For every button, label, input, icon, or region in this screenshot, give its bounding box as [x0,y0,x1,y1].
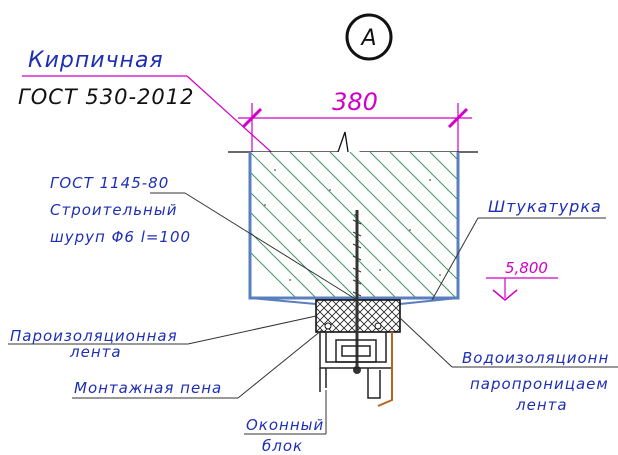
screw-type-label: Строительный [50,201,177,219]
dimension-380: 380 [238,88,472,152]
window-label: Оконный [246,416,324,434]
water-tape-label-2: паропроницаем [470,375,609,393]
brick-wall [248,152,460,300]
water-tape-label: Водоизоляционн [462,349,609,367]
foam-leader [237,329,323,399]
foam-label: Монтажная пена [74,379,222,397]
screw-standard-label: ГОСТ 1145-80 [50,174,169,192]
section-marker-letter: A [359,26,376,51]
plaster-left [249,297,317,305]
dimension-value: 380 [332,88,378,116]
plaster-leader [431,217,479,301]
vapor-tape-label: Пароизоляционная [10,327,178,345]
screw-size-label: шуруп Φ6 l=100 [50,228,191,246]
standard-label: ГОСТ 530-2012 [18,85,195,109]
elevation-mark: 5,800 [486,259,558,301]
water-tape-label-3: лента [515,396,568,414]
vapor-tape-leader [187,315,317,345]
section-marker: A [345,13,393,61]
plaster-right [399,297,459,305]
water-tape-leader [399,317,453,368]
material-label: Кирпичная [28,48,164,73]
plaster-label: Штукатурка [488,197,602,216]
window-label-2: блок [262,437,303,455]
frame-seal [377,332,393,407]
elevation-value: 5,800 [505,259,548,277]
vapor-tape-label-2: лента [69,343,122,361]
screw-leader [184,192,358,301]
